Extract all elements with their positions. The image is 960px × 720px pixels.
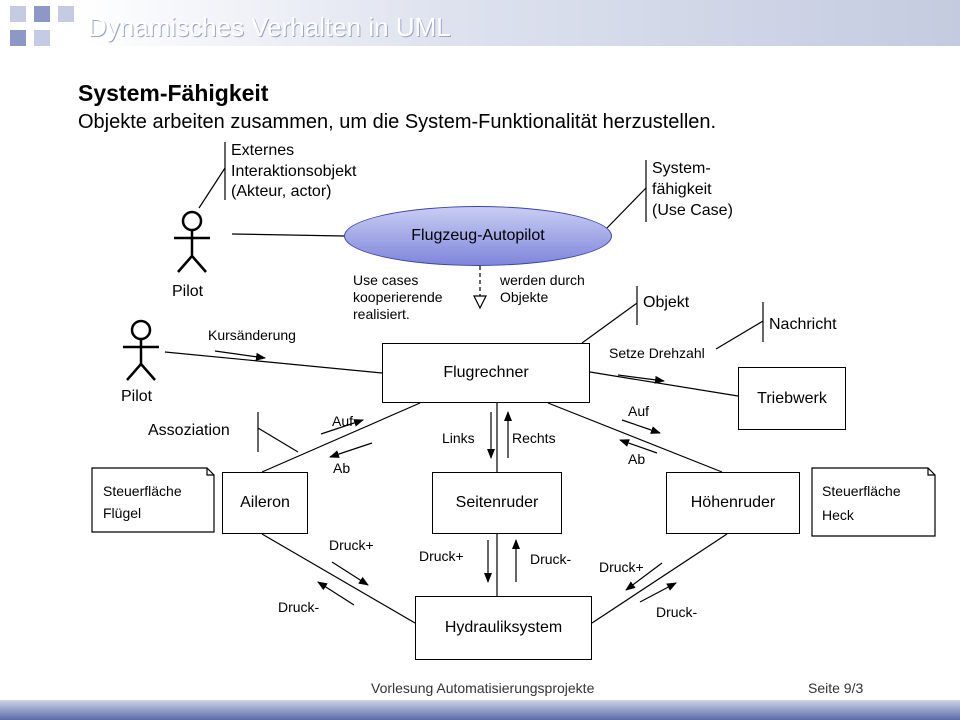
realization-note-right: Objekte	[500, 289, 549, 305]
message-aileron-ab: Ab	[333, 460, 351, 476]
object-hydrauliksystem: Hydrauliksystem	[415, 596, 592, 660]
label-assoziation: Assoziation	[148, 422, 230, 439]
actor-figure-top	[174, 210, 210, 273]
actor-note-line: (Akteur, actor)	[231, 183, 332, 200]
object-hoehenruder: Höhenruder	[666, 472, 800, 534]
subtitle: Objekte arbeiten zusammen, um die System…	[78, 111, 717, 133]
object-flugrechner-label: Flugrechner	[443, 364, 529, 381]
object-aileron-label: Aileron	[240, 494, 290, 511]
message-hoehen-ab: Ab	[628, 451, 646, 467]
decor-square	[10, 30, 26, 46]
message-rechts: Rechts	[512, 430, 556, 446]
label-nachricht: Nachricht	[769, 316, 837, 333]
title-bar	[0, 0, 960, 46]
footer-page: Seite 9/3	[808, 680, 864, 696]
note-heck-line: Steuerfläche	[822, 483, 901, 499]
message-hoehen-druck-plus: Druck+	[599, 559, 644, 575]
message-hoehen-auf: Auf	[628, 403, 650, 419]
message-kursaenderung: Kursänderung	[208, 327, 296, 343]
object-aileron: Aileron	[222, 472, 308, 534]
object-triebwerk-label: Triebwerk	[757, 389, 827, 407]
decor-square	[10, 6, 26, 22]
actor-note-line: Interaktionsobjekt	[231, 163, 357, 180]
message-aileron-auf: Auf	[332, 413, 354, 429]
realization-note-left: Use cases	[353, 272, 419, 288]
actor-note-line: Externes	[231, 142, 295, 159]
object-seitenruder: Seitenruder	[432, 472, 562, 534]
message-links: Links	[442, 430, 475, 446]
object-flugrechner: Flugrechner	[382, 343, 590, 403]
realization-note-right: werden durch	[500, 272, 585, 288]
footer-bar	[0, 700, 960, 720]
actor-label-bottom: Pilot	[121, 388, 153, 405]
message-aileron-druck-minus: Druck-	[278, 599, 320, 615]
realization-note-left: kooperierende	[353, 289, 443, 305]
object-triebwerk: Triebwerk	[738, 367, 846, 430]
footer-course: Vorlesung Automatisierungsprojekte	[371, 680, 595, 696]
object-hydrauliksystem-label: Hydrauliksystem	[444, 619, 563, 636]
decor-square	[34, 30, 50, 46]
note-fluegel-line: Flügel	[103, 505, 142, 521]
object-hoehenruder-label: Höhenruder	[690, 494, 776, 511]
message-setze-drehzahl: Setze Drehzahl	[609, 345, 705, 361]
usecase-note-line: System-	[652, 160, 711, 177]
decor-square	[34, 6, 50, 22]
message-seiten-druck-plus: Druck+	[419, 548, 464, 564]
message-hoehen-druck-minus: Druck-	[656, 604, 698, 620]
label-objekt: Objekt	[643, 294, 690, 311]
actor-label-top: Pilot	[172, 283, 204, 300]
slide-title: Dynamisches Verhalten in UML	[88, 12, 451, 42]
usecase-label: Flugzeug-Autopilot	[411, 227, 545, 244]
usecase-flugzeug-autopilot: Flugzeug-Autopilot	[344, 206, 612, 266]
object-seitenruder-label: Seitenruder	[455, 494, 539, 511]
actor-figure-bottom	[123, 319, 159, 381]
note-heck-line: Heck	[822, 507, 854, 523]
message-seiten-druck-minus: Druck-	[530, 551, 572, 567]
usecase-note-line: fähigkeit	[652, 181, 712, 198]
message-aileron-druck-plus: Druck+	[329, 537, 374, 553]
usecase-note-line: (Use Case)	[652, 202, 733, 219]
note-fluegel-line: Steuerfläche	[103, 483, 182, 499]
decor-square	[58, 6, 74, 22]
heading: System-Fähigkeit	[78, 80, 269, 106]
realization-note-left: realisiert.	[353, 306, 410, 322]
